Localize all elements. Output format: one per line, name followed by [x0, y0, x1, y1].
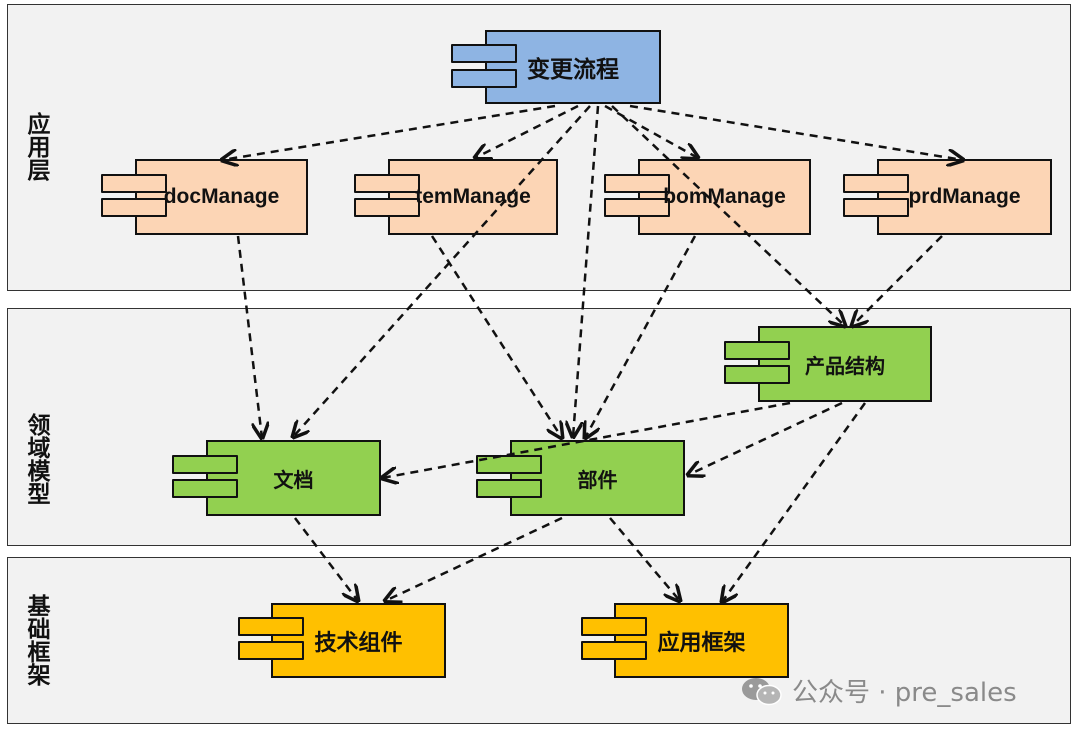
component-doc-manage: docManage — [135, 159, 308, 235]
component-label: 技术组件 — [314, 630, 403, 656]
component-tab-icon — [724, 341, 790, 360]
component-part: 部件 — [510, 440, 685, 516]
layer-label-domain-model: 领域模型 — [23, 413, 49, 505]
component-tab-icon — [843, 198, 909, 217]
component-tab-icon — [581, 617, 647, 636]
component-tab-icon — [101, 174, 167, 193]
component-change-flow: 变更流程 — [485, 30, 661, 104]
component-app-framework: 应用框架 — [614, 603, 789, 678]
component-tab-icon — [354, 174, 420, 193]
component-tab-icon — [476, 479, 542, 498]
component-tab-icon — [238, 641, 304, 660]
component-tab-icon — [724, 365, 790, 384]
component-label: 部件 — [577, 467, 618, 492]
layer-label-application: 应用层 — [23, 112, 49, 181]
component-label: 变更流程 — [527, 57, 619, 83]
component-tem-manage: temManage — [388, 159, 558, 235]
component-tab-icon — [172, 479, 238, 498]
component-tab-icon — [843, 174, 909, 193]
component-tab-icon — [604, 174, 670, 193]
component-tab-icon — [172, 455, 238, 474]
layer-label-base-framework: 基础框架 — [23, 594, 49, 686]
watermark-text: 公众号 · pre_sales — [792, 678, 1017, 708]
component-label: 产品结构 — [805, 353, 885, 378]
component-label: temManage — [415, 185, 531, 208]
component-label: 应用框架 — [657, 630, 746, 656]
component-label: bomManage — [663, 185, 786, 208]
watermark: 公众号 · pre_sales — [740, 672, 1017, 709]
component-tab-icon — [101, 198, 167, 217]
component-tab-icon — [451, 44, 517, 63]
component-tab-icon — [476, 455, 542, 474]
component-document: 文档 — [206, 440, 381, 516]
component-tab-icon — [604, 198, 670, 217]
component-label: 文档 — [273, 467, 314, 492]
component-bom-manage: bomManage — [638, 159, 811, 235]
component-tab-icon — [238, 617, 304, 636]
component-tab-icon — [354, 198, 420, 217]
component-tab-icon — [581, 641, 647, 660]
component-label: prdManage — [908, 185, 1021, 208]
component-tech-component: 技术组件 — [271, 603, 446, 678]
component-product-structure: 产品结构 — [758, 326, 932, 402]
component-prd-manage: prdManage — [877, 159, 1052, 235]
wechat-icon — [740, 676, 784, 706]
component-tab-icon — [451, 69, 517, 88]
component-label: docManage — [163, 185, 280, 208]
